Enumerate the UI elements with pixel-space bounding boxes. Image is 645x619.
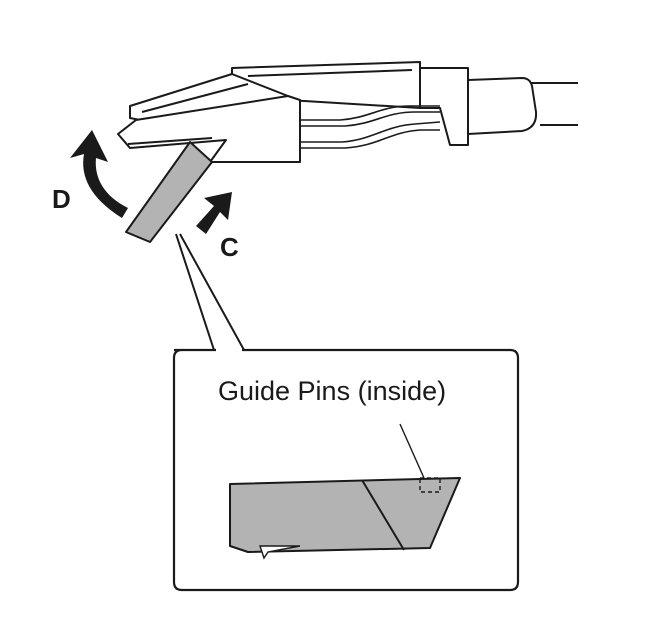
arrow-c: C [196,192,239,262]
arrow-c-label: C [220,232,239,262]
callout-label: Guide Pins (inside) [218,376,446,406]
arrow-d: D [52,130,128,218]
connector-collar [468,78,536,134]
arrow-d-icon [70,130,128,218]
lead-wires [300,106,440,148]
arrow-d-label: D [52,184,71,214]
arrow-c-icon [196,192,232,234]
stylus-detail [230,478,460,552]
callout: Guide Pins (inside) [174,234,518,590]
lead-wire-4 [300,130,440,148]
lead-wire-3 [300,122,440,142]
